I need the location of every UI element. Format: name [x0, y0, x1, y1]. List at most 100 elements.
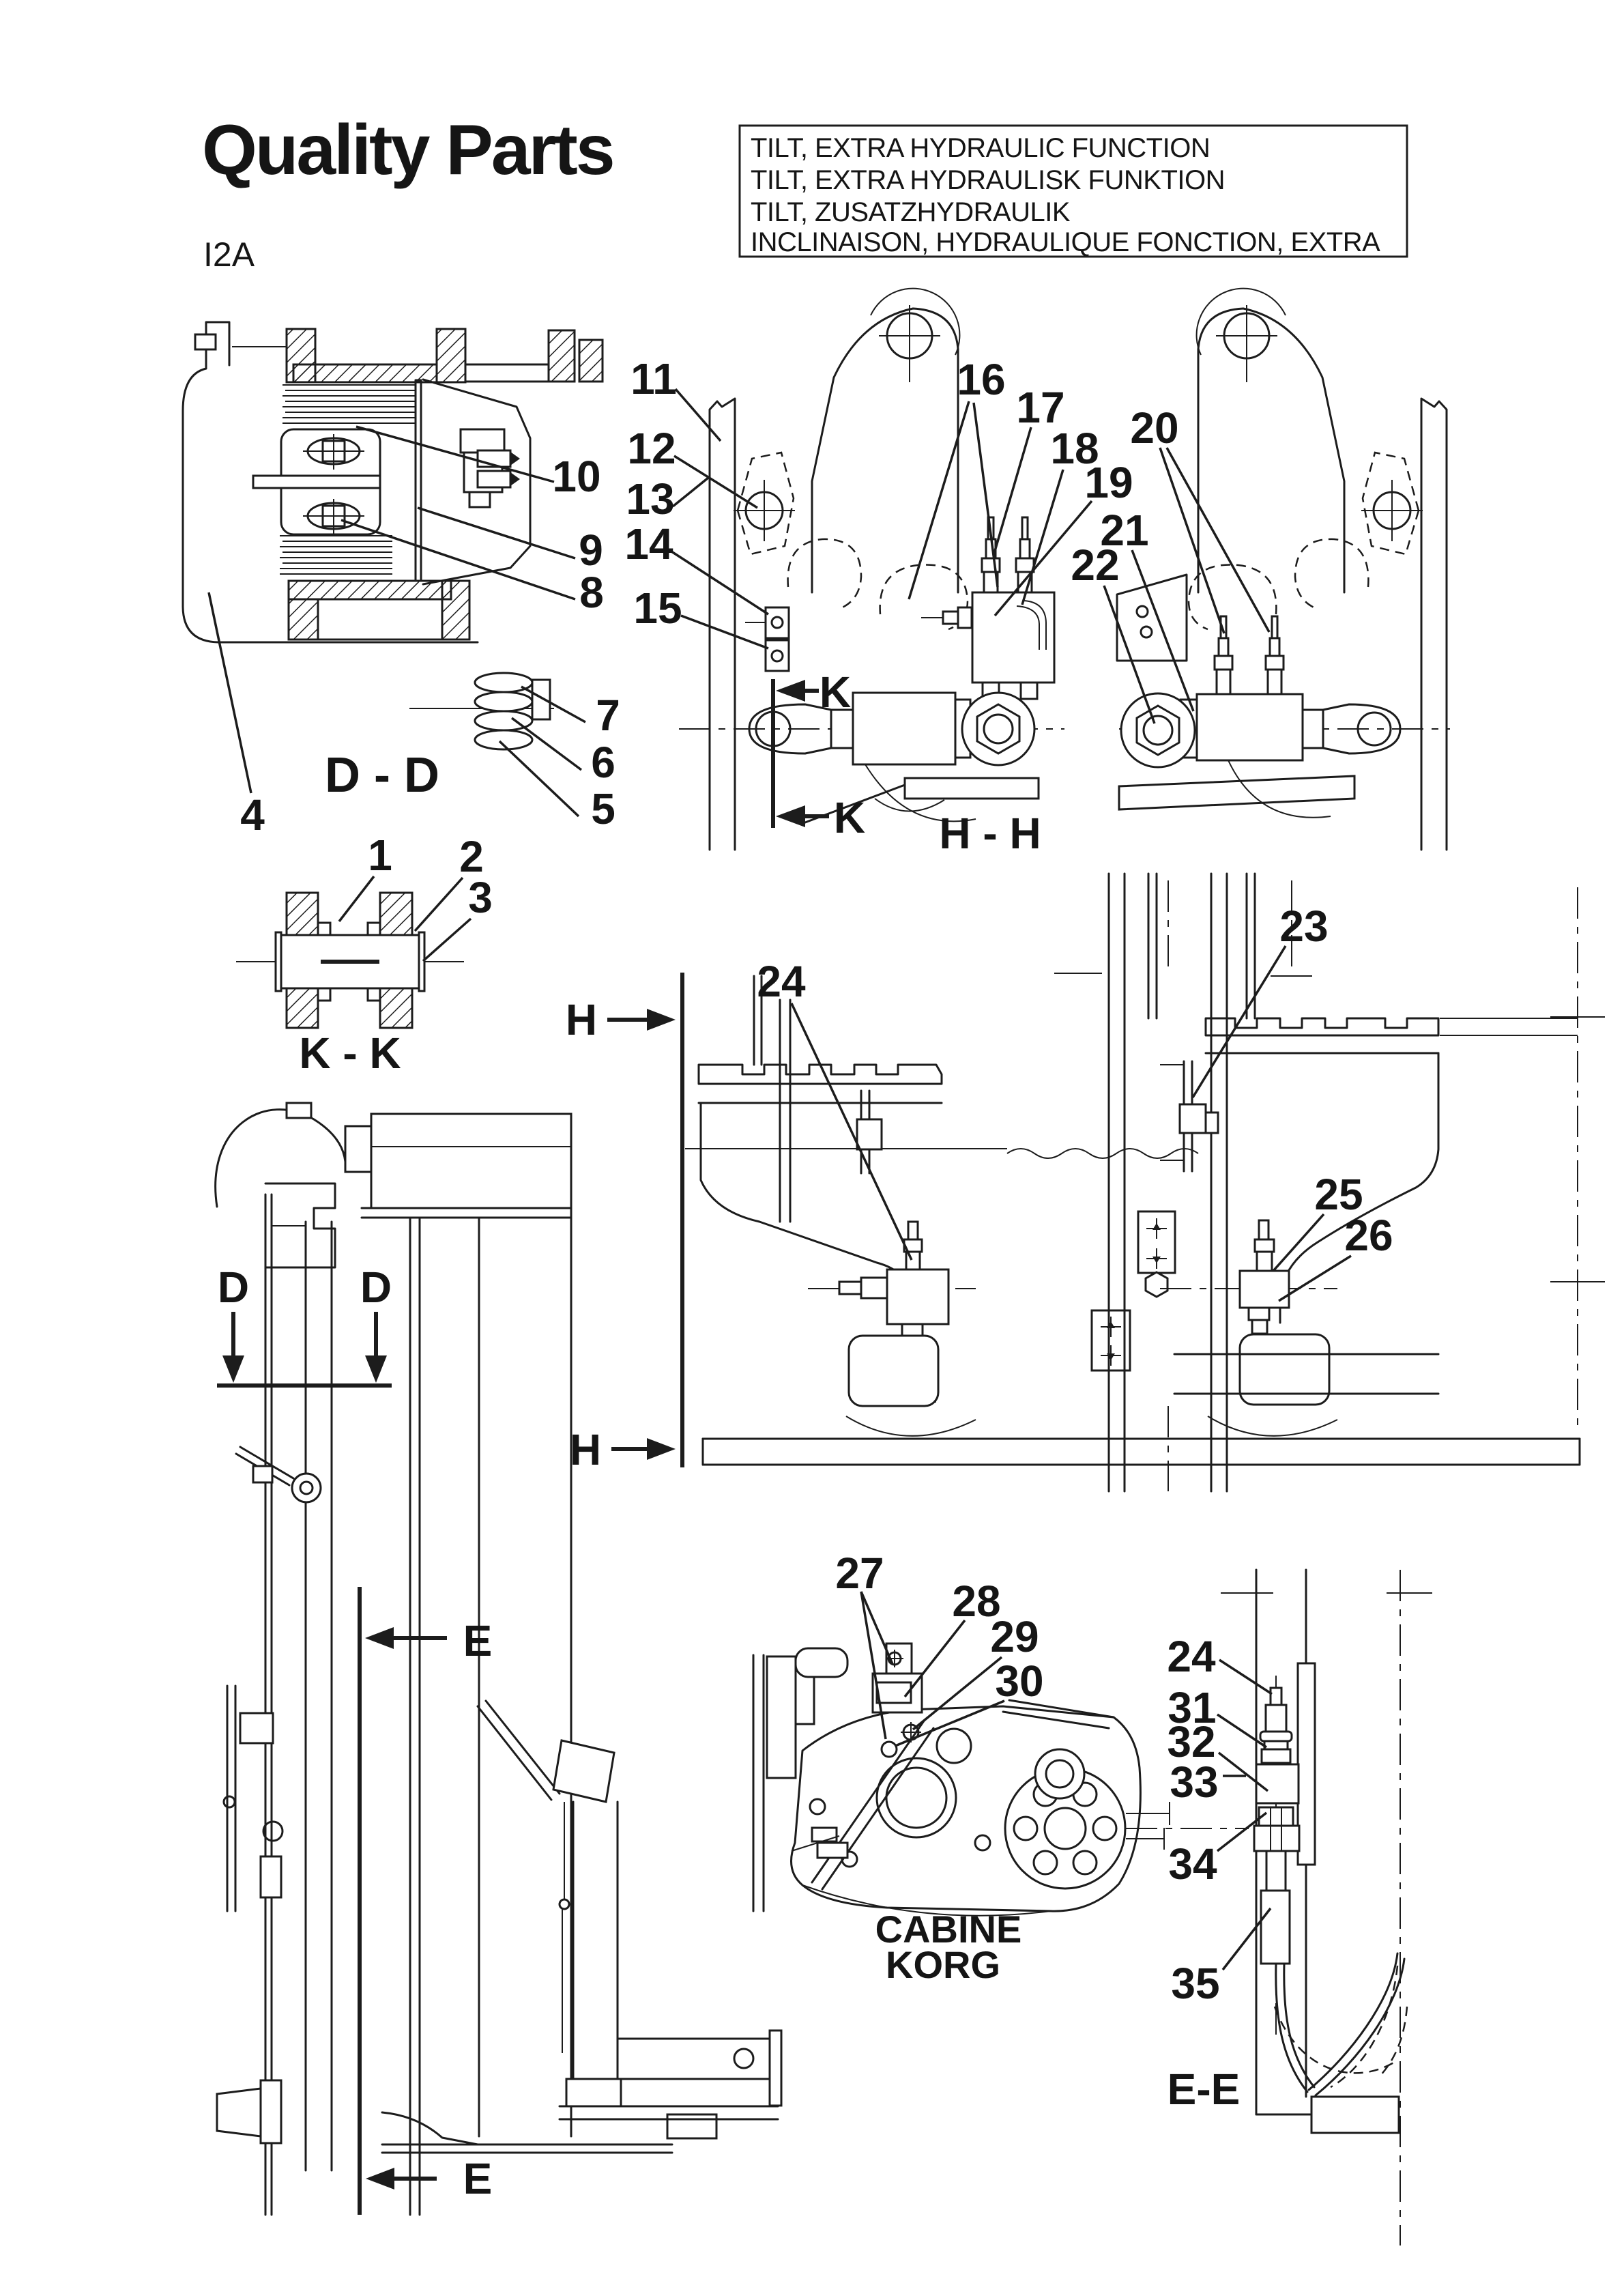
gusset-plate: [422, 378, 532, 586]
bolt-lower: [303, 499, 364, 534]
section-line-e: E E: [358, 1587, 493, 2215]
rotator-wheel: [1004, 1748, 1127, 1890]
callout-18: 18: [1050, 424, 1099, 473]
section-letter-h-2: H: [570, 1425, 601, 1474]
callout-33: 33: [1170, 1757, 1218, 1807]
title-box-line-4: INCLINAISON, HYDRAULIQUE FONCTION, EXTRA: [751, 227, 1380, 257]
callout-21: 21: [1100, 506, 1148, 555]
section-label-dd: D - D: [325, 748, 439, 803]
leaf-springs-lower: [280, 535, 392, 575]
notched-rail-right: [1204, 1017, 1440, 1037]
callout-26: 26: [1344, 1211, 1393, 1260]
view-hh-section: K K 11 12 13 14 15 16 17 18 19 H - H: [624, 287, 1133, 858]
callout-11: 11: [630, 354, 677, 403]
notched-rail-left: [697, 1063, 943, 1085]
view-mast-side: D D E: [214, 1102, 783, 2216]
section-label-kk: K - K: [299, 1029, 401, 1078]
valve-on-gusset: [459, 428, 520, 508]
view-carriage-cross-section: H H: [566, 872, 1605, 1493]
lift-bracket: [811, 307, 959, 594]
view-kk-section: 1 2 3 K - K: [236, 831, 493, 1078]
section-line-h: H H: [566, 973, 684, 1474]
section-line-d: D D: [217, 1263, 392, 1388]
mast-plate-right: [1420, 397, 1448, 851]
section-label-ee: E-E: [1168, 2065, 1241, 2114]
mast-plate: [708, 397, 736, 851]
callout-24-mid: 24: [757, 957, 806, 1006]
callout-15: 15: [633, 584, 682, 633]
callout-4: 4: [240, 790, 265, 840]
section-letter-h-1: H: [566, 995, 597, 1044]
callout-3: 3: [468, 873, 493, 922]
callout-1: 1: [368, 831, 392, 880]
callout-25: 25: [1314, 1170, 1363, 1219]
hose-fittings-right: [1213, 615, 1285, 695]
callout-29: 29: [990, 1612, 1039, 1661]
tilt-cylinder-side: [476, 1699, 783, 2140]
callout-5: 5: [591, 784, 615, 833]
callout-9: 9: [579, 526, 603, 575]
callout-23: 23: [1279, 902, 1328, 951]
cab-label-line-2: KORG: [886, 1943, 1000, 1986]
chain-anchor: [222, 1684, 284, 1912]
view-ee-section: 24 31 32 33 34 35 E-E: [1167, 1568, 1432, 2245]
title-box-line-2: TILT, EXTRA HYDRAULISK FUNKTION: [751, 165, 1225, 195]
callout-10: 10: [552, 452, 600, 501]
callout-35: 35: [1171, 1959, 1219, 2008]
mast-foot: [216, 2079, 673, 2154]
callout-27: 27: [835, 1549, 884, 1598]
callout-8: 8: [579, 568, 604, 617]
callout-32: 32: [1167, 1717, 1215, 1766]
callout-12: 12: [627, 424, 676, 473]
page-title: Quality Parts: [202, 111, 613, 190]
pivot-pin: [252, 474, 381, 489]
callout-14: 14: [624, 519, 673, 569]
callout-22: 22: [1071, 541, 1119, 590]
hose-guide: [1296, 1662, 1316, 1866]
cab-label-line-1: CABINE: [875, 1908, 1022, 1951]
mount-bracket-b: [1137, 1210, 1176, 1298]
valve-block: [921, 516, 1056, 700]
section-letter-e-2: E: [463, 2154, 493, 2203]
lock-lever: [235, 1446, 322, 1504]
callout-17: 17: [1016, 383, 1064, 432]
section-letter-d-2: D: [360, 1263, 392, 1312]
section-letter-k-1: K: [820, 668, 851, 717]
callout-20: 20: [1130, 403, 1178, 453]
section-label-hh: H - H: [939, 809, 1041, 858]
callout-13: 13: [626, 474, 674, 523]
mast-head-block: [370, 1113, 572, 1209]
section-line-k: K K: [771, 668, 865, 842]
view-hh-mirror: 20 21 22: [1071, 287, 1450, 851]
section-letter-e-1: E: [463, 1616, 493, 1665]
leaf-springs-upper: [282, 384, 416, 424]
title-box: [738, 124, 1408, 258]
anchor-plate: [1116, 573, 1188, 662]
callout-24-ee: 24: [1167, 1632, 1216, 1681]
tilt-cylinder: [679, 691, 1064, 824]
title-box-line-3: TILT, ZUSATZHYDRAULIK: [751, 197, 1071, 227]
callout-28: 28: [952, 1577, 1000, 1626]
header: Quality Parts I2A TILT, EXTRA HYDRAULIC …: [202, 111, 1408, 274]
bellows-stack: [409, 672, 554, 751]
hose-curves: [1273, 1952, 1408, 2097]
callout-30: 30: [995, 1656, 1043, 1706]
tilt-cylinder-right: [1118, 692, 1450, 818]
page-code: I2A: [203, 235, 255, 274]
callout-6: 6: [591, 738, 615, 787]
section-letter-k-2: K: [834, 793, 865, 842]
section-letter-d-1: D: [218, 1263, 249, 1312]
hose-fitting-stack: [1253, 1687, 1301, 1965]
view-dd-section: 4 5 6 7 8 9 10 D - D: [182, 321, 620, 840]
view-cab-bracket: 27 28 29 30 CABINE KORG: [752, 1549, 1249, 1986]
callout-31: 31: [1168, 1683, 1216, 1732]
callout-19: 19: [1084, 458, 1133, 507]
callout-34: 34: [1168, 1839, 1217, 1889]
valve-stack-right: [1160, 1219, 1337, 1335]
callout-16: 16: [957, 355, 1005, 404]
bolt-upper: [303, 434, 364, 470]
mount-blocks: [745, 606, 790, 672]
roller-bracket: [1160, 1060, 1219, 1173]
title-box-line-1: TILT, EXTRA HYDRAULIC FUNCTION: [751, 133, 1210, 163]
callout-7: 7: [596, 691, 620, 740]
